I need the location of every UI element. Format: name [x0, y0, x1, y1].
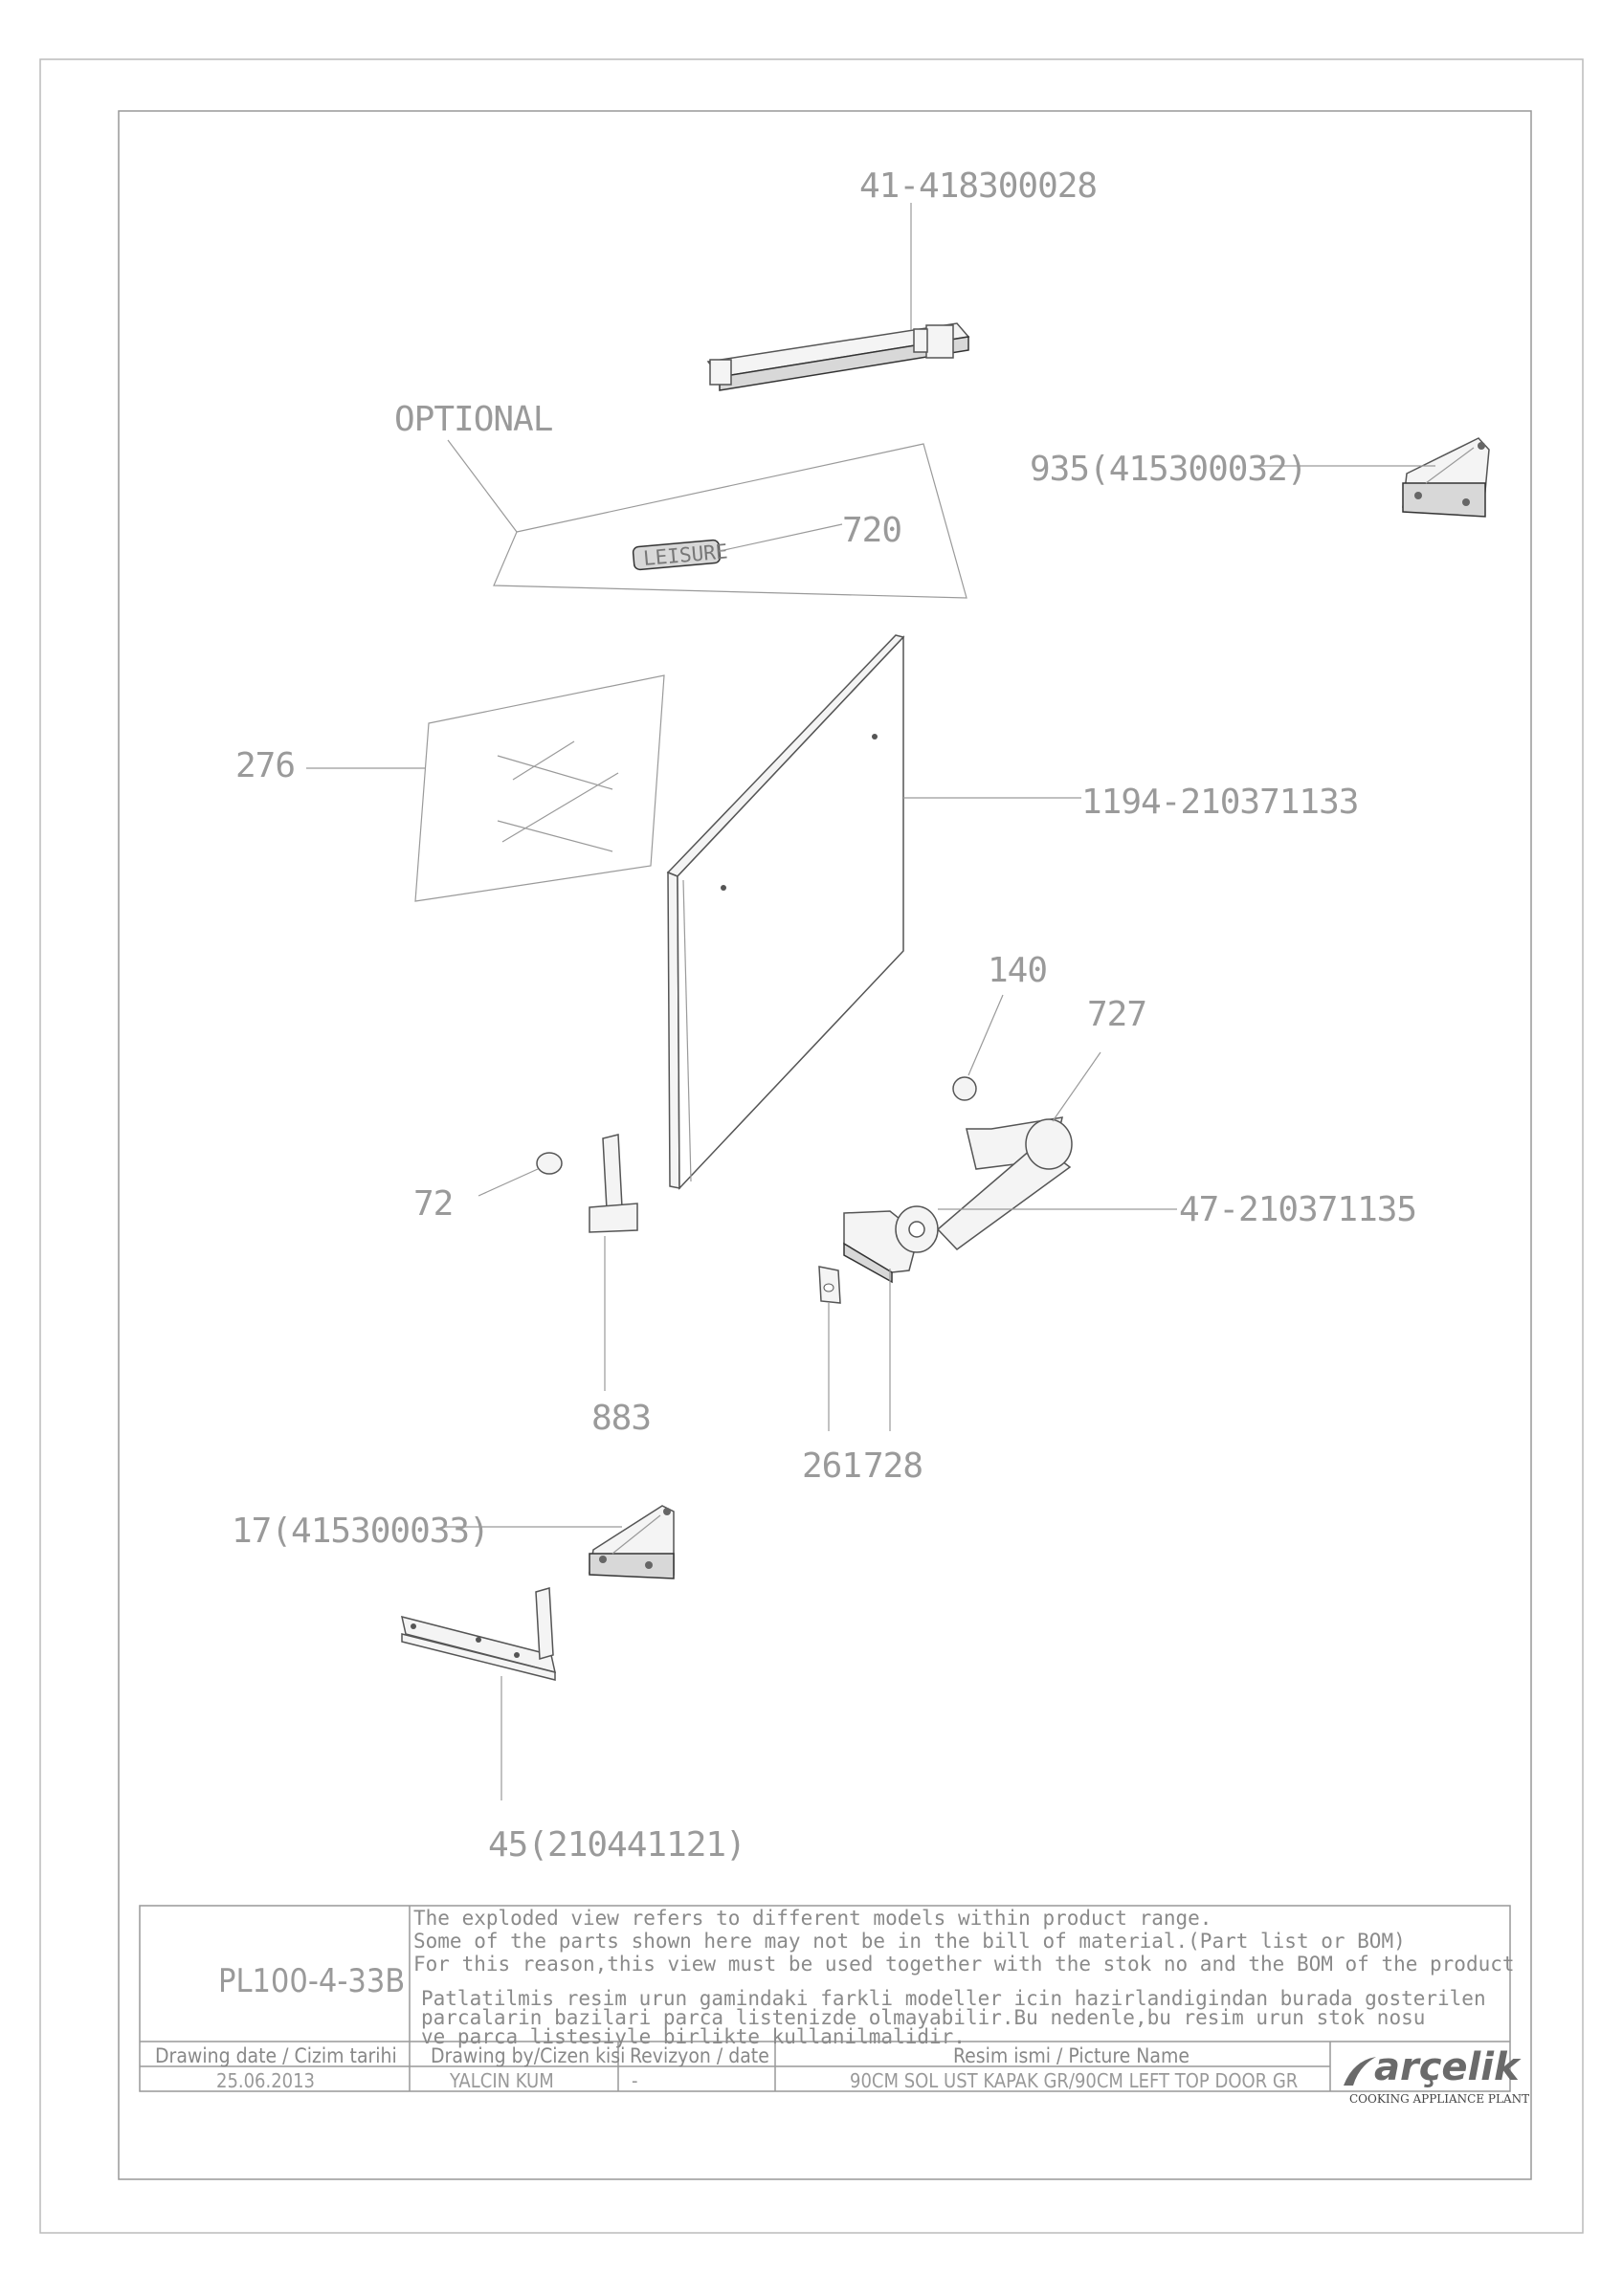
drawn-by: YALCIN KUM: [449, 2069, 554, 2092]
inner-frame: [118, 110, 1532, 2180]
part-140-washer: [952, 1076, 977, 1101]
callout-140: 140: [988, 951, 1047, 990]
part-47-handle: [843, 1116, 1073, 1284]
callout-935: 935(415300032): [1030, 450, 1306, 489]
part-17-hinge: [589, 1505, 675, 1579]
title-block: [139, 1905, 1511, 2092]
part-45-hinge: [401, 1587, 556, 1681]
callout-45: 45(210441121): [488, 1825, 745, 1865]
note-tr-2: parcalarin bazilari parca listenizde olm…: [421, 2006, 1425, 2029]
callout-276: 276: [235, 746, 295, 785]
part-883-clip: [589, 1134, 638, 1233]
drawing-date: 25.06.2013: [216, 2069, 315, 2092]
note-tr-1: Patlatilmis resim urun gamindaki farkli …: [421, 1987, 1486, 2010]
picture-name-label: Resim ismi / Picture Name: [953, 2044, 1189, 2067]
note-en-1: The exploded view refers to different mo…: [413, 1907, 1212, 1930]
part-72-ring: [536, 1152, 563, 1175]
leader-140: [967, 994, 1004, 1076]
note-en-3: For this reason,this view must be used t…: [413, 1953, 1515, 1976]
revision-label: Revizyon / date: [630, 2044, 769, 2067]
drawing-code: PL100-4-33B: [218, 1962, 405, 2000]
callout-41: 41-418300028: [859, 166, 1097, 206]
callout-72: 72: [413, 1184, 453, 1224]
callout-optional: OPTIONAL: [394, 400, 553, 439]
part-935-hinge: [1402, 437, 1490, 518]
svg-text:COOKING APPLIANCE PLANT: COOKING APPLIANCE PLANT: [1349, 2092, 1529, 2106]
note-tr-3: ve parca listesiyle birlikte kullanilmal…: [421, 2025, 966, 2048]
leader-727: [1052, 1051, 1101, 1122]
outer-frame: [39, 58, 1584, 2234]
note-en-2: Some of the parts shown here may not be …: [413, 1930, 1406, 1953]
picture-name: 90CM SOL UST KAPAK GR/90CM LEFT TOP DOOR…: [850, 2069, 1298, 2092]
callout-883: 883: [591, 1399, 651, 1438]
drawn-by-label: Drawing by/Cizen kisi: [431, 2044, 625, 2067]
revision-value: -: [632, 2069, 638, 2092]
callout-47: 47-210371135: [1179, 1190, 1416, 1229]
callout-261: 261: [802, 1446, 861, 1486]
leader-optional: [447, 439, 518, 533]
svg-text:arçelik: arçelik: [1374, 2045, 1522, 2089]
callout-1194: 1194-210371133: [1081, 783, 1358, 822]
part-1194-door: [666, 634, 905, 1190]
callout-728: 728: [863, 1446, 923, 1486]
leader-72: [478, 1168, 539, 1197]
optional-panel: [493, 443, 967, 599]
drawing-date-label: Drawing date / Cizim tarihi: [155, 2044, 397, 2067]
callout-727: 727: [1087, 995, 1146, 1034]
callout-720: 720: [842, 511, 901, 550]
part-276-glass: [414, 674, 665, 902]
part-720-badge: LEISURE: [632, 539, 728, 571]
arcelik-logo: arçelik COOKING APPLIANCE PLANT: [1344, 2045, 1529, 2106]
callout-17: 17(415300033): [232, 1512, 489, 1551]
leader-720: [719, 523, 843, 552]
part-41-top-bar: [706, 322, 970, 391]
svg-text:LEISURE: LEISURE: [642, 540, 728, 570]
part-261-plate: [818, 1266, 841, 1304]
